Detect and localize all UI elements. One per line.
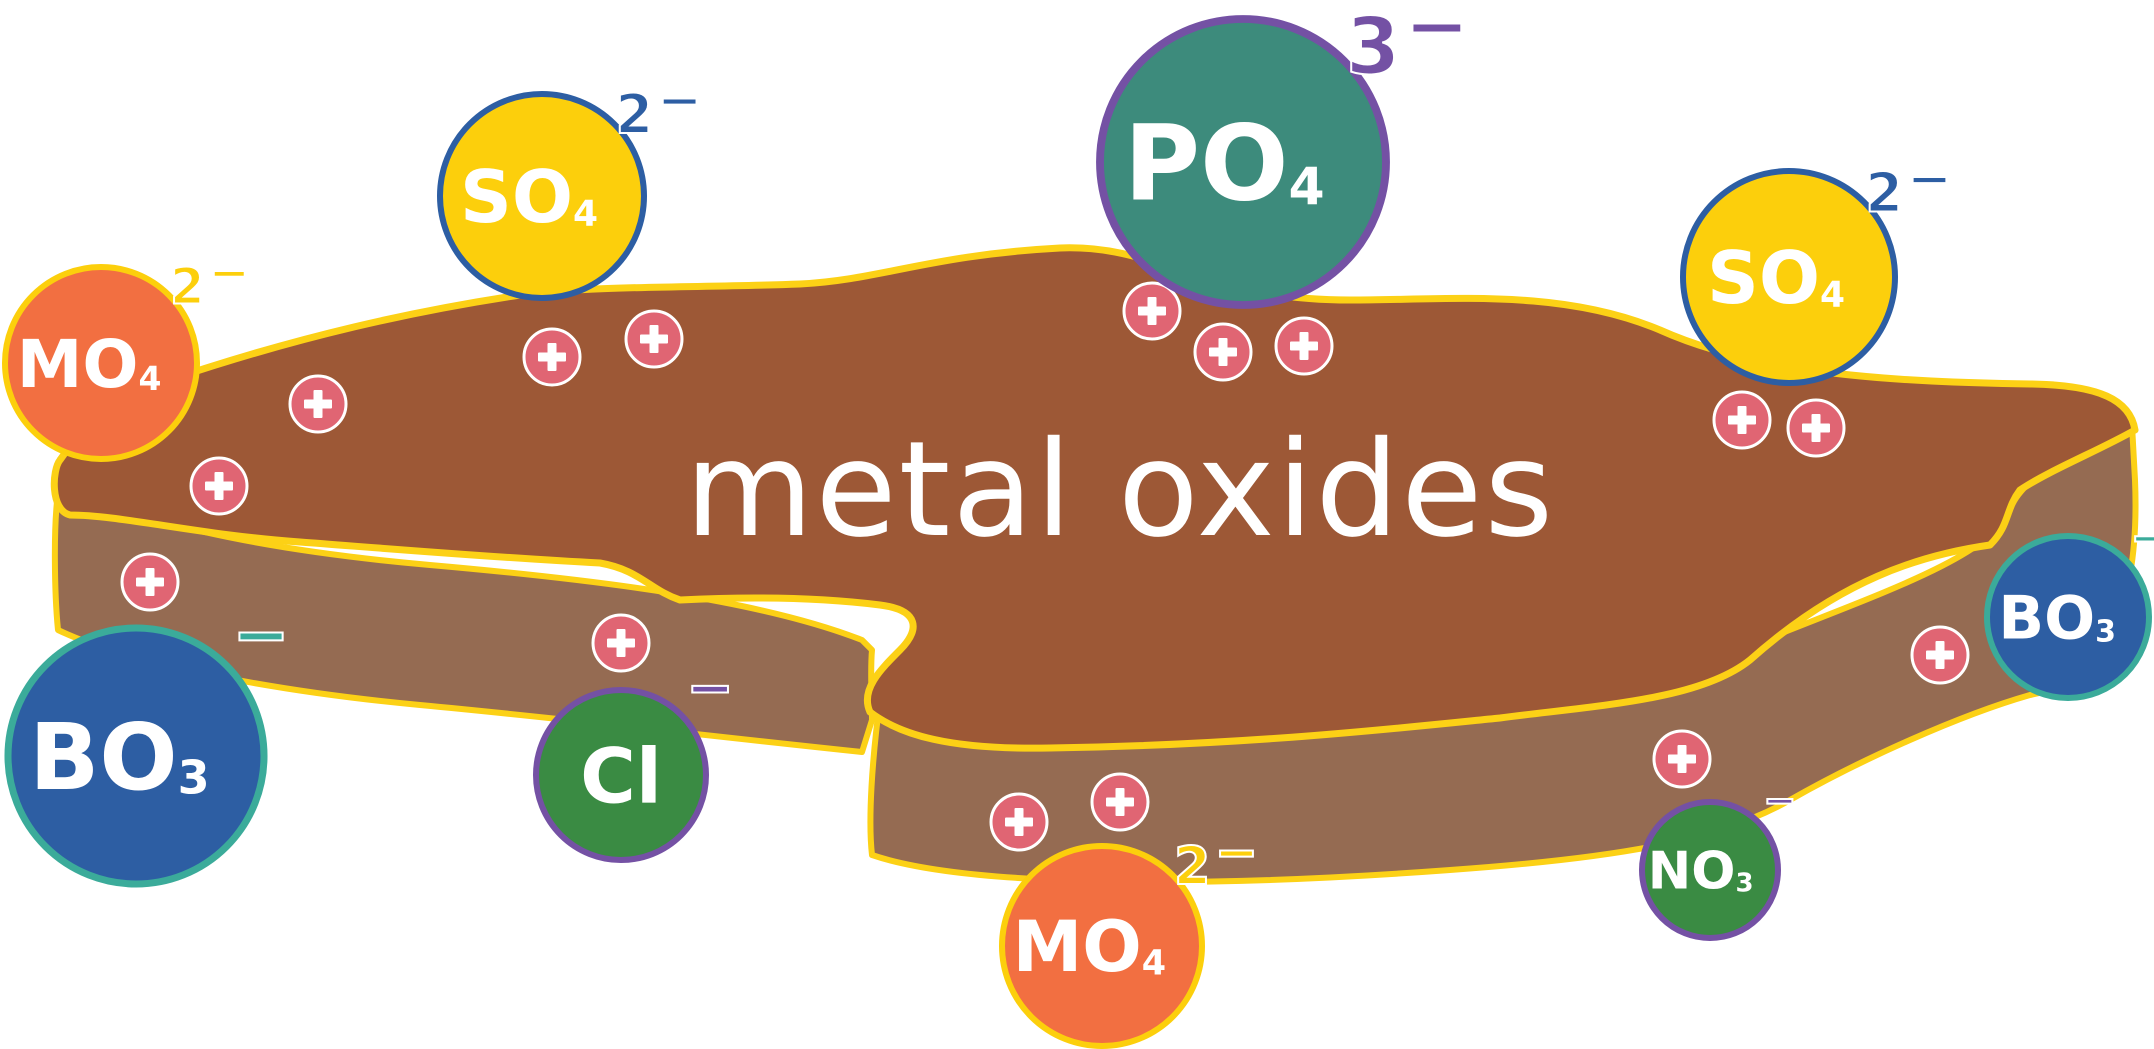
ion-formula-label: BO3 <box>1998 584 2116 654</box>
ion-formula-label: SO4 <box>460 155 598 239</box>
cation-layer <box>120 281 1970 852</box>
ion-bo3-right: BO3− <box>1984 510 2154 701</box>
cation-plus-icon <box>1786 398 1846 458</box>
ion-no3-bottom-right: NO3− <box>1639 777 1797 941</box>
cation-plus-icon <box>1712 390 1772 450</box>
ion-cl-bottom: Cl− <box>533 654 735 863</box>
ion-charge-label: − <box>2130 511 2154 564</box>
cation-plus-icon <box>288 374 348 434</box>
cation-plus-icon <box>1193 322 1253 382</box>
ion-formula-label: MO4 <box>17 326 162 403</box>
ion-charge-label: − <box>232 595 290 675</box>
ion-formula-label: PO4 <box>1124 102 1325 224</box>
ion-charge-label: − <box>1763 778 1797 824</box>
cation-plus-icon <box>522 327 582 387</box>
ion-bo3-bottom-left: BO3− <box>4 594 291 888</box>
cation-plus-icon <box>1910 625 1970 685</box>
ion-charge-label: 2− <box>1174 822 1259 897</box>
ion-so4-top-right: SO4 2− <box>1680 146 1953 386</box>
diagram-title: metal oxides <box>685 413 1555 567</box>
ion-charge-label: 2− <box>615 68 702 145</box>
ion-formula-label: NO3 <box>1648 842 1754 902</box>
ion-charge-label: 2− <box>1865 147 1952 224</box>
ion-formula-label: BO3 <box>29 704 209 811</box>
cation-plus-icon <box>989 792 1049 852</box>
ion-charge-label: 2− <box>170 243 250 315</box>
ion-formula-label: Cl <box>580 731 662 820</box>
cation-plus-icon <box>1274 316 1334 376</box>
cation-plus-icon <box>1122 281 1182 341</box>
ion-formula-label: SO4 <box>1707 236 1845 320</box>
ion-charge-label: 3− <box>1346 0 1470 92</box>
ion-charge-label: − <box>686 655 734 721</box>
cation-plus-icon <box>120 552 180 612</box>
cation-plus-icon <box>1652 729 1712 789</box>
ion-formula-label: MO4 <box>1013 906 1167 988</box>
cation-plus-icon <box>1090 772 1150 832</box>
cation-plus-icon <box>624 309 684 369</box>
cation-plus-icon <box>189 456 249 516</box>
cation-plus-icon <box>591 613 651 673</box>
